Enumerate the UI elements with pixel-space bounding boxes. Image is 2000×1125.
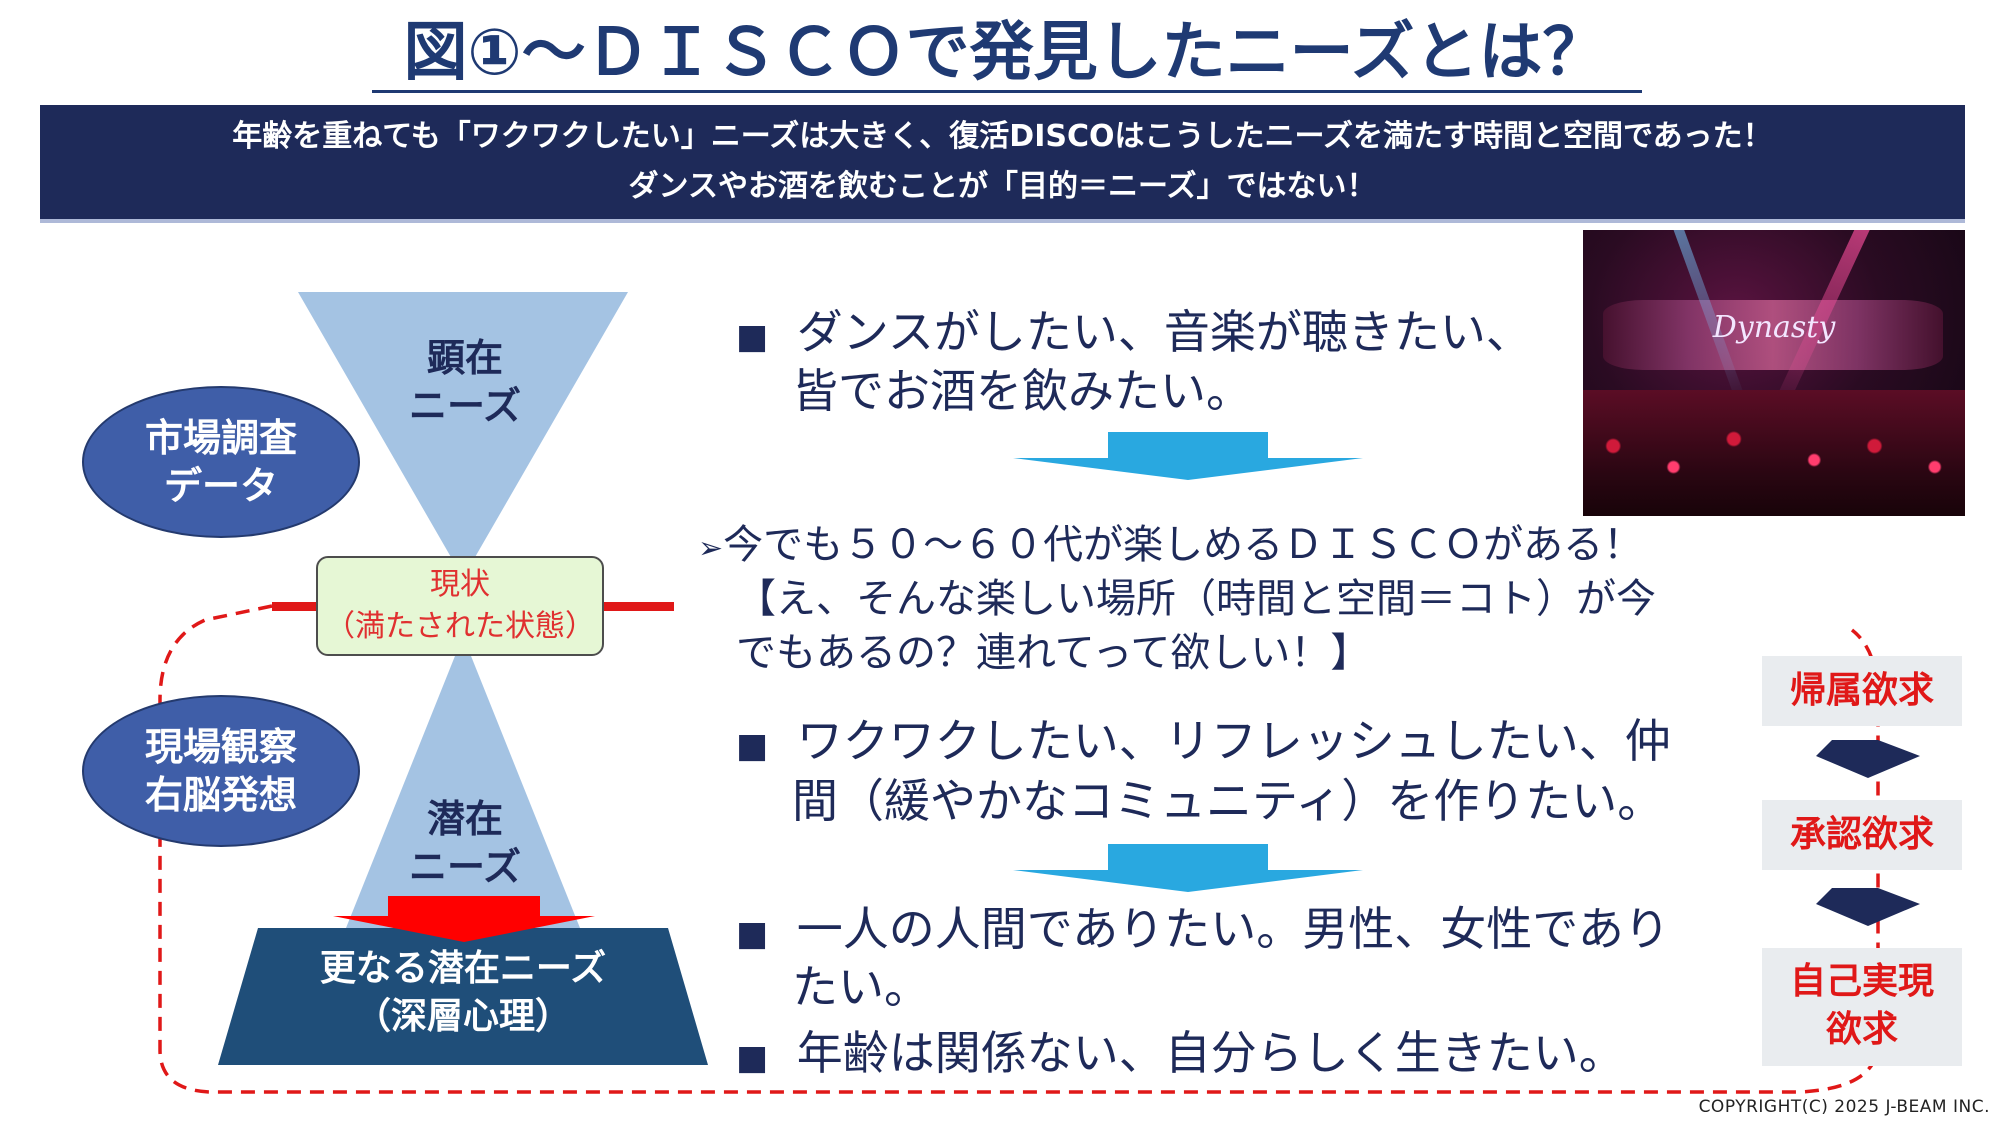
disco-photo: Dynasty: [1583, 230, 1965, 516]
discovery-line-1: ➢今でも５０～６０代が楽しめるＤＩＳＣＯがある！: [698, 518, 1643, 576]
esteem-to-self-actualization-arrow-icon: [1816, 888, 1920, 926]
latent-needs-text-1: ワクワクしたい、リフレッシュしたい、仲: [796, 714, 1671, 768]
copyright-text: COPYRIGHT(C) 2025 J-BEAM INC.: [1698, 1097, 1990, 1117]
field-observation-ellipse: 現場観察 右脳発想: [82, 695, 360, 847]
photo-stage-screen: [1603, 300, 1943, 370]
summary-banner: 年齢を重ねても「ワクワクしたい」ニーズは大きく、復活DISCOはこうしたニーズを…: [40, 105, 1965, 223]
photo-logo-text: Dynasty: [1712, 310, 1836, 345]
deep-needs-bullet-2: ■ 年齢は関係ない、自分らしく生きたい。: [736, 1024, 1625, 1087]
belonging-to-esteem-arrow-icon: [1816, 740, 1920, 778]
field-observation-label: 現場観察 右脳発想: [144, 725, 297, 817]
latent-needs-bullet: ■ ワクワクしたい、リフレッシュしたい、仲: [736, 712, 1671, 775]
deeper-needs-title: 更なる潜在ニーズ: [319, 948, 607, 989]
latent-needs-text-2: 間（緩やかなコミュニティ）を作りたい。: [792, 774, 1664, 828]
explicit-needs-label: 顕在 ニーズ: [408, 336, 522, 428]
deep-needs-text-1b: たい。: [792, 960, 930, 1014]
explicit-to-discovery-arrow-icon: [1013, 432, 1363, 480]
deeper-arrow-icon: [333, 896, 595, 942]
explicit-needs-text-2: 皆でお酒を飲みたい。: [792, 364, 1252, 418]
status-label: 現状: [430, 567, 490, 602]
market-research-ellipse: 市場調査 データ: [82, 386, 360, 538]
title-underline: [372, 90, 1642, 93]
bullet-square-icon: ■: [736, 317, 769, 357]
discovery-text-1: 今でも５０～６０代が楽しめるＤＩＳＣＯがある！: [723, 522, 1644, 568]
self-actualization-line-1: 自己実現: [1789, 961, 1934, 1002]
bullet-square-icon: ■: [736, 914, 769, 954]
bullet-square-icon: ■: [736, 1038, 769, 1078]
photo-crowd: [1583, 390, 1965, 516]
discovery-text-3: でもあるの？連れてって欲しい！】: [736, 630, 1371, 676]
belonging-need-box: 帰属欲求: [1762, 656, 1962, 726]
deeper-needs-trapezoid: [218, 928, 708, 1065]
deeper-needs-subtitle: （深層心理）: [354, 996, 571, 1037]
deep-needs-text-2: 年齢は関係ない、自分らしく生きたい。: [796, 1026, 1625, 1080]
deeper-needs-label: 更なる潜在ニーズ （深層心理）: [258, 945, 668, 1041]
feedback-dashed-loop: [158, 604, 1880, 1094]
discovery-text-2: 【え、そんな楽しい場所（時間と空間＝コト）が今: [736, 576, 1656, 622]
self-actualization-line-2: 欲求: [1825, 1009, 1898, 1050]
deep-needs-text-1: 一人の人間でありたい。男性、女性であり: [796, 902, 1670, 956]
explicit-needs-bullet: ■ ダンスがしたい、音楽が聴きたい、: [736, 303, 1532, 366]
explicit-needs-triangle: [298, 292, 628, 578]
esteem-need-box: 承認欲求: [1762, 800, 1962, 870]
self-actualization-need-box: 自己実現 欲求: [1762, 948, 1962, 1066]
latent-to-deep-arrow-icon: [1013, 844, 1363, 892]
latent-needs-label: 潜在 ニーズ: [408, 797, 522, 889]
banner-line-2: ダンスやお酒を飲むことが「目的＝ニーズ」ではない！: [628, 169, 1377, 204]
market-research-label: 市場調査 データ: [144, 416, 297, 508]
deep-needs-bullet-1: ■ 一人の人間でありたい。男性、女性であり: [736, 900, 1670, 963]
arrowhead-bullet-icon: ➢: [698, 531, 724, 566]
status-bar-left: [272, 602, 316, 611]
banner-line-1: 年齢を重ねても「ワクワクしたい」ニーズは大きく、復活DISCOはこうしたニーズを…: [232, 119, 1773, 154]
page-title: 図①～ＤＩＳＣＯで発見したニーズとは？: [403, 16, 1607, 90]
explicit-needs-text-1: ダンスがしたい、音楽が聴きたい、: [796, 305, 1532, 359]
bullet-square-icon: ■: [736, 726, 769, 766]
status-bar-right: [604, 602, 674, 611]
current-status-box: 現状 （満たされた状態）: [316, 556, 604, 656]
latent-needs-triangle: [346, 636, 580, 928]
status-detail: （満たされた状態）: [325, 609, 595, 644]
